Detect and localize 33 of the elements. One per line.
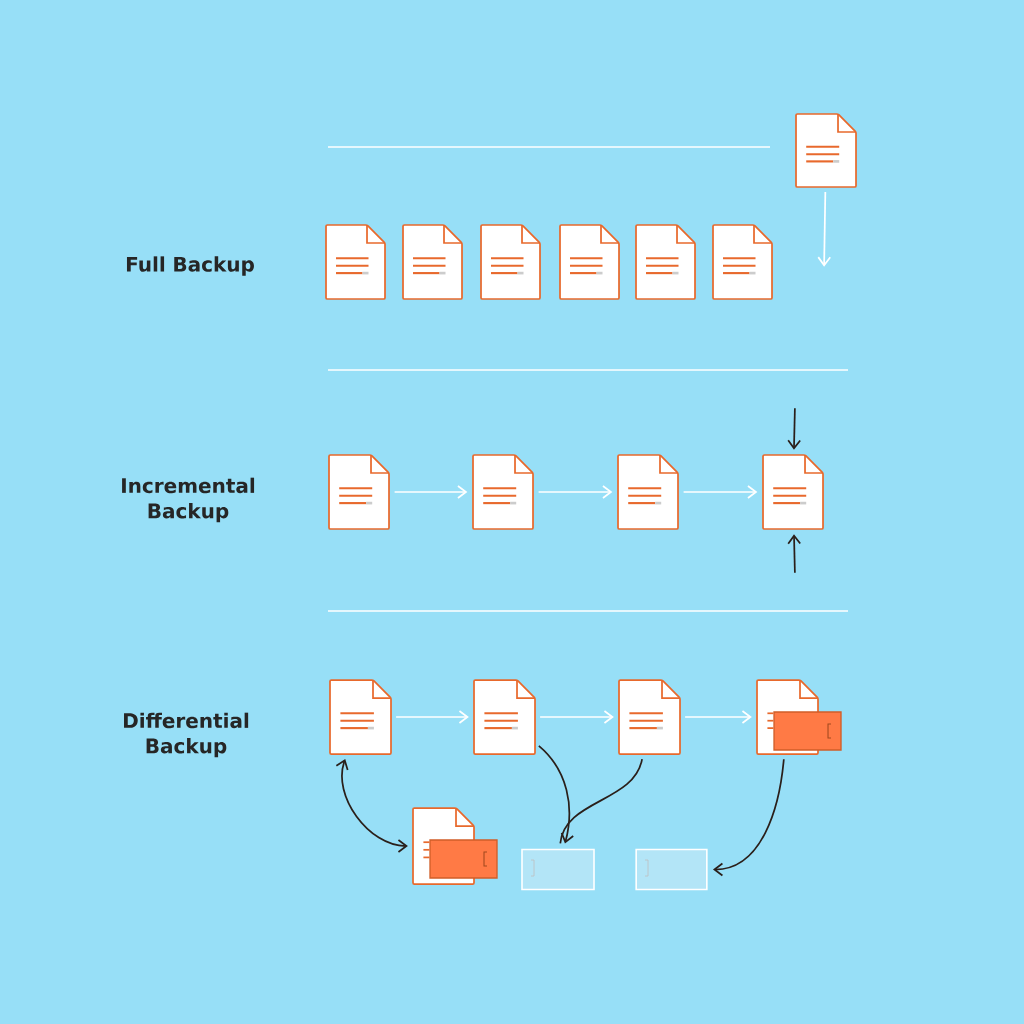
arrow [787,407,802,450]
document-icon [795,113,857,188]
arrow [395,710,469,724]
section-label: Full Backup [126,256,254,276]
arrow [393,485,468,499]
document-icon [412,807,498,885]
arrow [538,744,575,844]
document-icon [402,224,463,300]
storage-box [521,848,595,891]
document-icon [480,224,541,300]
arrow [335,758,408,853]
document-icon [329,679,392,755]
document-icon [756,679,842,755]
arrow [817,191,832,267]
document-icon [328,454,390,530]
document-icon [762,454,824,530]
document-icon [325,224,386,300]
arrow [684,710,752,724]
section-label: Differential Backup [124,712,249,758]
document-icon [635,224,696,300]
document-icon [473,679,536,755]
section-label: Incremental Backup [122,477,255,523]
document-icon [617,454,679,530]
arrow [787,534,802,574]
arrow [712,758,785,877]
document-icon [712,224,773,300]
arrow [682,485,758,499]
arrow [539,710,614,724]
storage-box [635,848,708,891]
document-icon [559,224,620,300]
arrow [537,485,613,499]
document-icon [618,679,681,755]
document-icon [472,454,534,530]
